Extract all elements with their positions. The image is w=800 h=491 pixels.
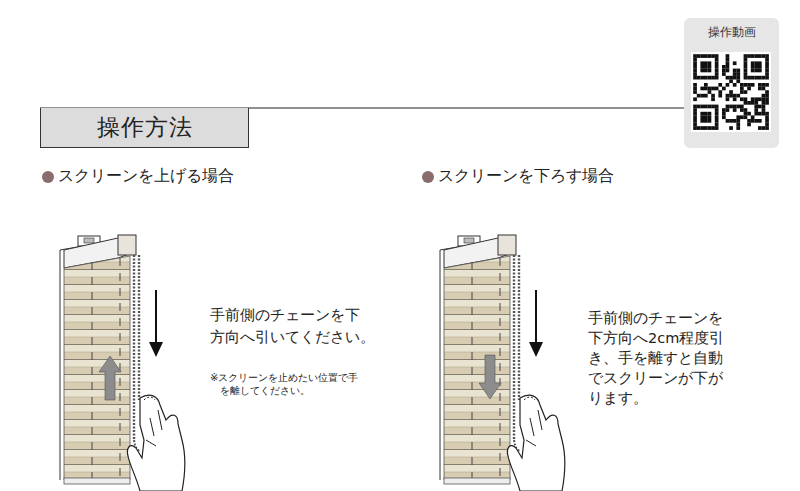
title-box: 操作方法 [40, 108, 249, 148]
instruction-text: 手前側のチェーンを 下方向へ2cm程度引 き、手を離すと自動 でスクリーンが下が… [588, 308, 737, 408]
section-heading: スクリーンを上げる場合 [58, 166, 234, 187]
note-text: ※スクリーンを止めたい位置で手 を離してください。 [210, 371, 380, 397]
qr-panel: 操作動画 [684, 18, 779, 148]
qr-code [691, 52, 771, 132]
panel-label: 操作動画 [684, 18, 779, 41]
section-heading: スクリーンを下ろす場合 [438, 166, 614, 187]
title-text: 操作方法 [97, 112, 193, 143]
instruction-text: 手前側のチェーンを下 方向へ引いてください。 [210, 304, 390, 348]
